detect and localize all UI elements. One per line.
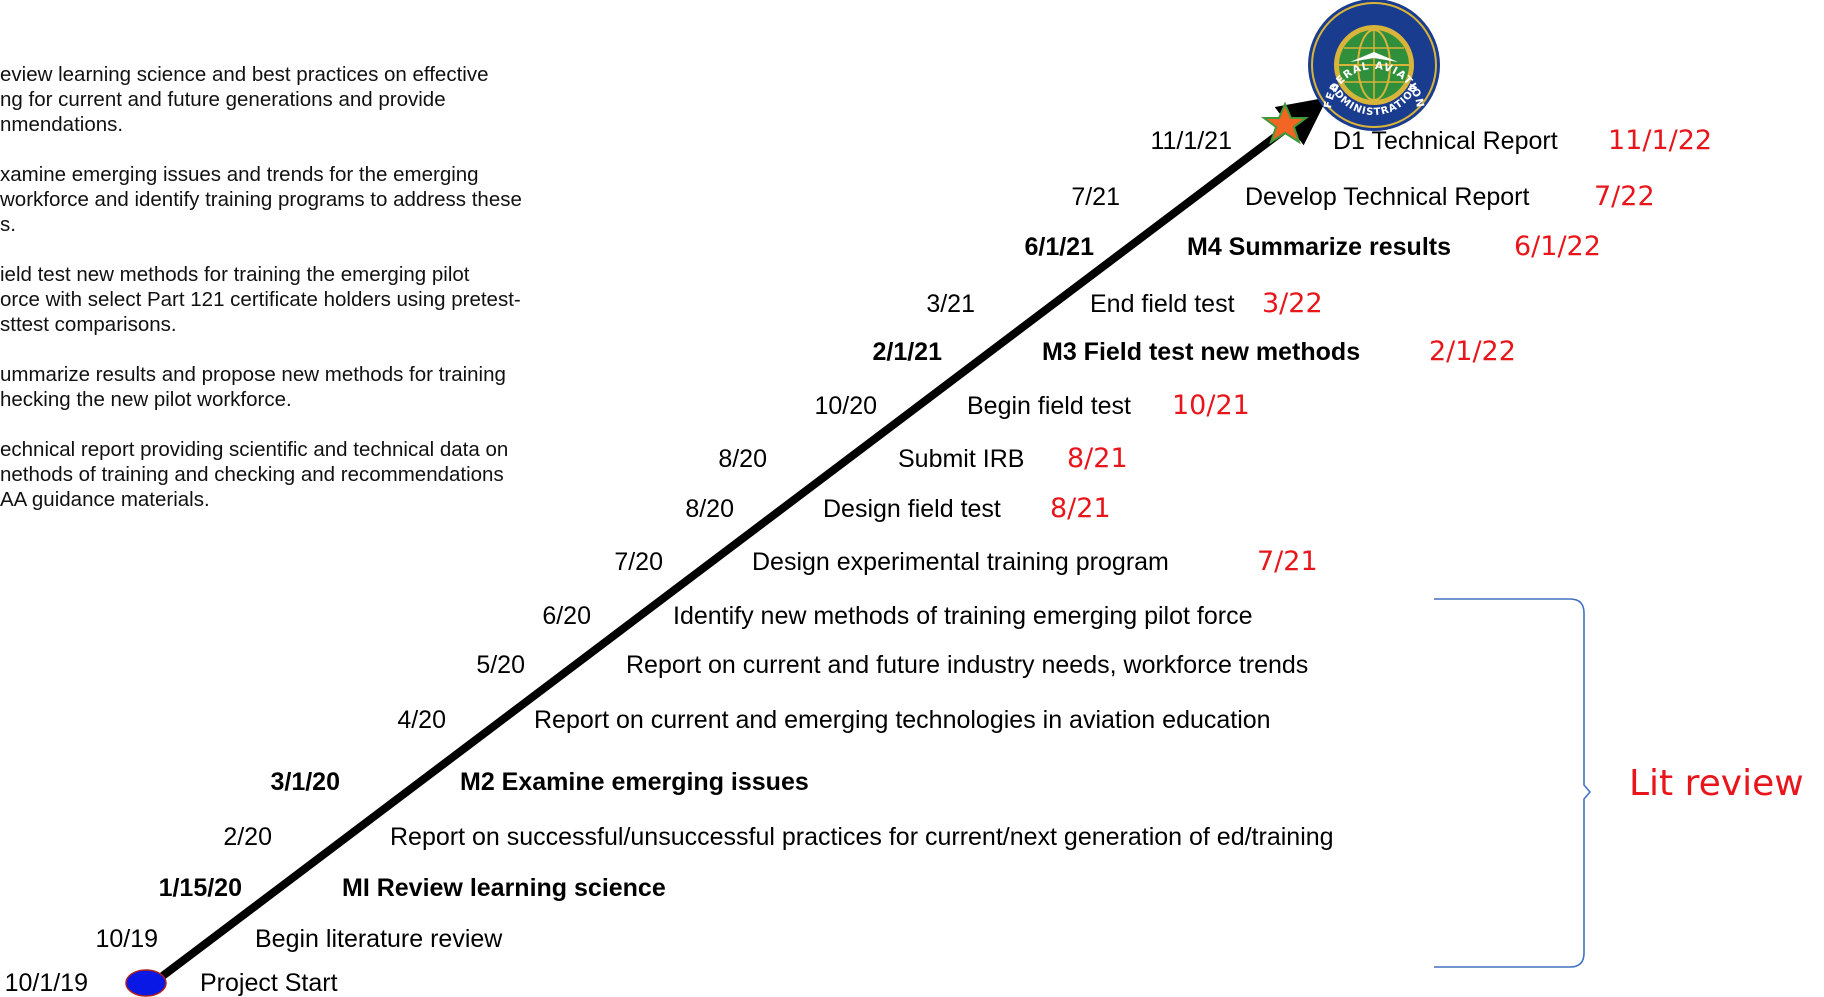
objective-line: workforce and identify training programs… bbox=[0, 188, 522, 211]
objective-line: xamine emerging issues and trends for th… bbox=[0, 163, 479, 186]
milestone-date: 1/15/20 bbox=[158, 874, 242, 902]
objective-paragraph: ield test new methods for training the e… bbox=[0, 262, 640, 337]
milestone-task: Report on successful/unsuccessful practi… bbox=[390, 823, 1334, 851]
milestone-task: Begin field test bbox=[967, 392, 1131, 420]
objective-line: ng for current and future generations an… bbox=[0, 88, 446, 111]
milestone-task: Identify new methods of training emergin… bbox=[673, 602, 1253, 630]
milestone-task: M4 Summarize results bbox=[1187, 233, 1451, 261]
milestone-task: Report on current and emerging technolog… bbox=[534, 706, 1271, 734]
faa-seal-logo: FEDERAL AVIATION ADMINISTRATION bbox=[1308, 0, 1440, 131]
milestone-date: 8/20 bbox=[685, 495, 734, 523]
project-start-marker bbox=[125, 969, 167, 997]
milestone-task: Submit IRB bbox=[898, 445, 1025, 473]
revised-date: 6/1/22 bbox=[1514, 231, 1601, 262]
milestone-task: End field test bbox=[1090, 290, 1235, 318]
milestone-date: 3/21 bbox=[926, 290, 975, 318]
end-star-icon bbox=[1261, 101, 1309, 145]
milestone-task: Begin literature review bbox=[255, 925, 503, 953]
timeline-arrow bbox=[149, 97, 1328, 988]
lit-review-bracket bbox=[1434, 598, 1592, 968]
objective-paragraph: eview learning science and best practice… bbox=[0, 62, 640, 137]
milestone-date: 7/21 bbox=[1071, 183, 1120, 211]
objective-line: AA guidance materials. bbox=[0, 488, 210, 511]
objective-line: orce with select Part 121 certificate ho… bbox=[0, 288, 521, 311]
milestone-task: M2 Examine emerging issues bbox=[460, 768, 809, 796]
objective-line: nethods of training and checking and rec… bbox=[0, 463, 504, 486]
objective-paragraph: ummarize results and propose new methods… bbox=[0, 362, 640, 412]
milestone-task: Design field test bbox=[823, 495, 1001, 523]
milestone-date: 10/20 bbox=[814, 392, 877, 420]
objective-line: sttest comparisons. bbox=[0, 313, 177, 336]
milestone-date: 6/20 bbox=[542, 602, 591, 630]
objective-line: nmendations. bbox=[0, 113, 124, 136]
objective-line: s. bbox=[0, 213, 16, 236]
revised-date: 8/21 bbox=[1050, 493, 1111, 524]
milestone-task: Project Start bbox=[200, 969, 338, 997]
objective-line: hecking the new pilot workforce. bbox=[0, 388, 292, 411]
objectives-text: eview learning science and best practice… bbox=[0, 62, 640, 537]
objective-line: eview learning science and best practice… bbox=[0, 63, 489, 86]
revised-date: 3/22 bbox=[1262, 288, 1323, 319]
milestone-date: 2/1/21 bbox=[872, 338, 942, 366]
milestone-task: D1 Technical Report bbox=[1333, 127, 1558, 155]
milestone-date: 4/20 bbox=[397, 706, 446, 734]
objective-paragraph: echnical report providing scientific and… bbox=[0, 437, 640, 512]
milestone-date: 2/20 bbox=[223, 823, 272, 851]
milestone-date: 10/1/19 bbox=[4, 969, 88, 997]
revised-date: 11/1/22 bbox=[1608, 125, 1713, 156]
revised-date: 8/21 bbox=[1067, 443, 1128, 474]
lit-review-label: Lit review bbox=[1629, 763, 1804, 804]
milestone-date: 3/1/20 bbox=[270, 768, 340, 796]
objective-line: echnical report providing scientific and… bbox=[0, 438, 509, 461]
revised-date: 10/21 bbox=[1172, 390, 1250, 421]
milestone-task: Report on current and future industry ne… bbox=[626, 651, 1309, 679]
milestone-task: Develop Technical Report bbox=[1245, 183, 1530, 211]
objective-paragraph: xamine emerging issues and trends for th… bbox=[0, 162, 640, 237]
milestone-date: 6/1/21 bbox=[1024, 233, 1094, 261]
revised-date: 7/21 bbox=[1257, 546, 1318, 577]
milestone-task: MI Review learning science bbox=[342, 874, 666, 902]
milestone-date: 8/20 bbox=[718, 445, 767, 473]
revised-date: 2/1/22 bbox=[1429, 336, 1516, 367]
milestone-date: 7/20 bbox=[614, 548, 663, 576]
milestone-date: 11/1/21 bbox=[1150, 127, 1232, 155]
objective-line: ield test new methods for training the e… bbox=[0, 263, 470, 286]
milestone-date: 5/20 bbox=[476, 651, 525, 679]
milestone-task: M3 Field test new methods bbox=[1042, 338, 1361, 366]
milestone-task: Design experimental training program bbox=[752, 548, 1169, 576]
revised-date: 7/22 bbox=[1594, 181, 1655, 212]
milestone-date: 10/19 bbox=[95, 925, 158, 953]
objective-line: ummarize results and propose new methods… bbox=[0, 363, 506, 386]
